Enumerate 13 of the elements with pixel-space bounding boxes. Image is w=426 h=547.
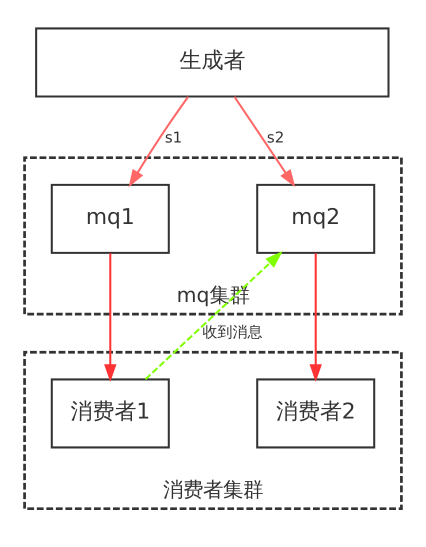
node-box: mq2 (256, 183, 376, 254)
arrow (234, 96, 296, 187)
node-box: 消费者1 (50, 378, 170, 448)
arrow (144, 250, 283, 380)
node-box: mq1 (50, 183, 170, 254)
edge-label: s1 (164, 128, 182, 146)
node-box: 生成者 (35, 26, 390, 97)
edge-label: 收到消息 (202, 322, 263, 340)
arrow (310, 252, 322, 382)
arrow (128, 96, 189, 187)
node-box: 消费者2 (256, 378, 376, 448)
arrow (104, 252, 116, 382)
edge-label: s2 (266, 128, 284, 146)
